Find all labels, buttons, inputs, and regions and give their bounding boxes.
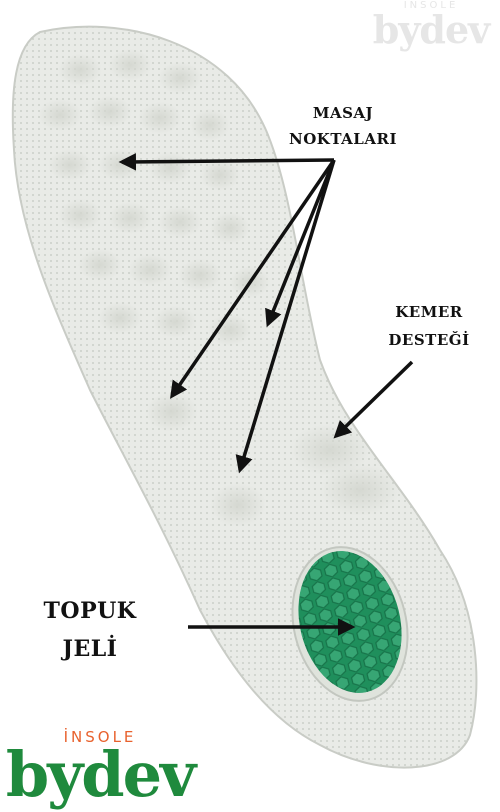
arrow-masaj-4: [235, 159, 336, 474]
label-masaj-noktalari: MASAJ NOKTALARI: [268, 100, 418, 152]
massage-bumps: [38, 49, 400, 527]
label-topuk-line2: JELİ: [62, 636, 118, 662]
brand-logo-name: bydev: [5, 738, 196, 811]
watermark-logo-name: bydev: [372, 7, 490, 52]
arrow-kemer: [333, 360, 414, 439]
label-masaj-line2: NOKTALARI: [289, 130, 397, 148]
label-topuk-jeli: TOPUK JELİ: [16, 592, 164, 668]
watermark-logo: İNSOLE bydev: [366, 0, 496, 52]
label-topuk-line1: TOPUK: [43, 598, 137, 624]
arrow-masaj-3: [265, 159, 336, 328]
label-kemer-destegi: KEMER DESTEĞİ: [366, 298, 492, 354]
watermark-logo-sub: İNSOLE: [403, 0, 459, 11]
label-masaj-line1: MASAJ: [312, 104, 374, 122]
brand-logo: İNSOLE bydev: [0, 728, 200, 811]
annotation-arrows: [118, 153, 414, 636]
brand-logo-sub: İNSOLE: [63, 728, 137, 746]
label-kemer-line2: DESTEĞİ: [388, 331, 470, 349]
label-kemer-line1: KEMER: [395, 303, 463, 321]
arrow-masaj-2: [170, 159, 336, 399]
arrow-masaj-1: [118, 153, 335, 171]
